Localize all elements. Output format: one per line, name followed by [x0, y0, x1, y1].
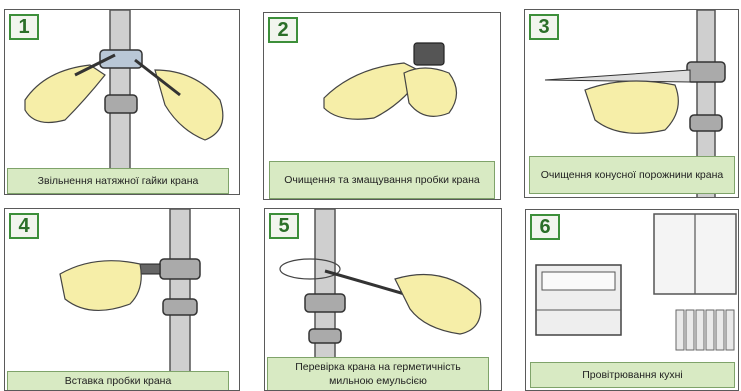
step-6-caption: Провітрювання кухні	[530, 362, 735, 388]
step-1-number: 1	[9, 14, 39, 40]
step-panel-2: 2 Очищення та змащування пробки крана	[263, 12, 501, 200]
step-6-number: 6	[530, 214, 560, 240]
step-panel-4: 4 Вставка пробки крана	[4, 208, 240, 391]
step-5-number: 5	[269, 213, 299, 239]
step-3-caption: Очищення конусної порожнини крана	[529, 156, 735, 194]
step-2-number: 2	[268, 17, 298, 43]
step-panel-1: 1 Звільнення натяжної гайки крана	[4, 9, 240, 195]
step-1-caption: Звільнення натяжної гайки крана	[7, 168, 229, 194]
step-panel-6: 6 Провітрювання кухні	[525, 209, 739, 391]
step-2-caption: Очищення та змащування пробки крана	[269, 161, 495, 199]
step-3-number: 3	[529, 14, 559, 40]
step-4-number: 4	[9, 213, 39, 239]
step-panel-5: 5 Перевірка крана на герметичність мильн…	[264, 208, 502, 391]
step-panel-3: 3 Очищення конусної порожнини крана	[524, 9, 739, 198]
step-5-caption: Перевірка крана на герметичність мильною…	[267, 357, 489, 391]
step-4-illustration	[5, 209, 240, 391]
step-4-caption: Вставка пробки крана	[7, 371, 229, 391]
